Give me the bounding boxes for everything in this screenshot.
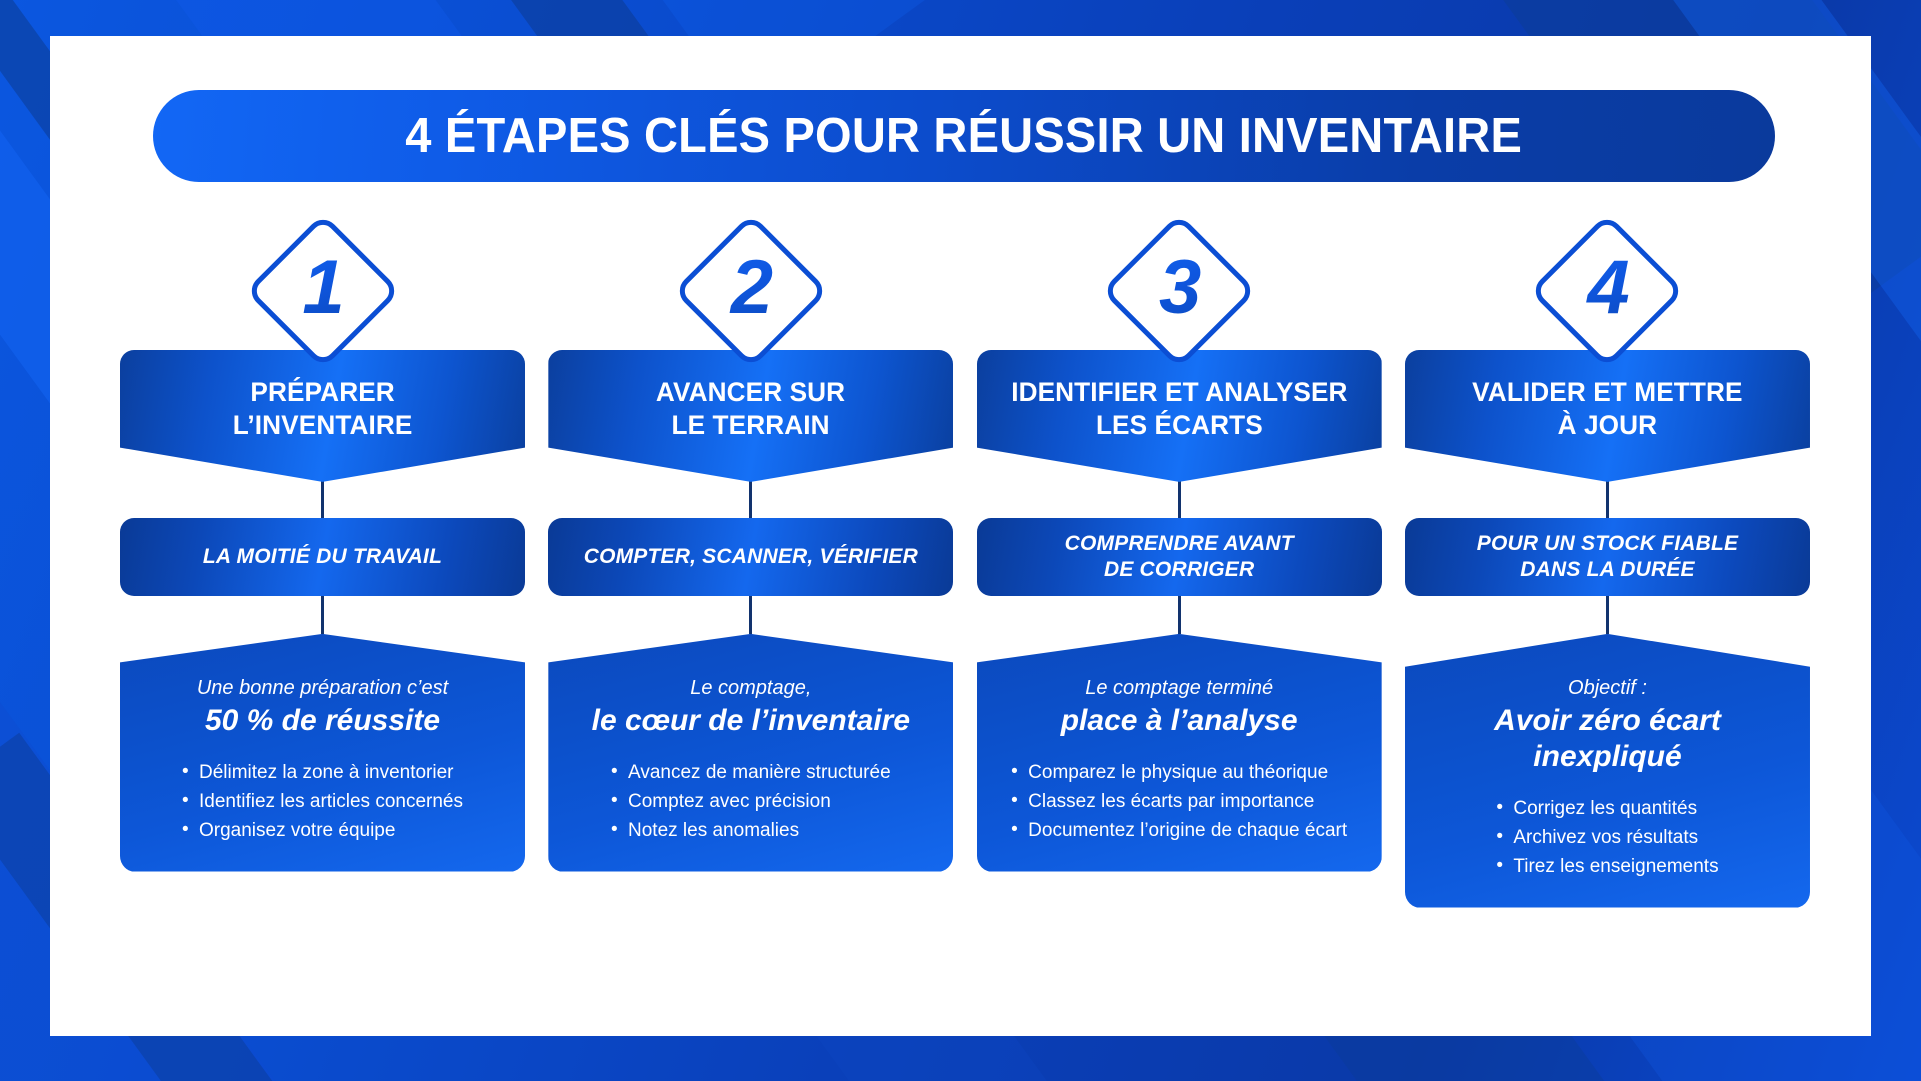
list-item: Classez les écarts par importance (1011, 787, 1347, 817)
step-header-label-4: VALIDER ET METTRE À JOUR (1472, 377, 1743, 440)
card-bullet-list-2: Avancez de manière structurée Comptez av… (611, 758, 891, 846)
infographic-canvas: 4 ÉTAPES CLÉS POUR RÉUSSIR UN INVENTAIRE… (50, 36, 1871, 1036)
card-kicker-4: Objectif : (1568, 676, 1647, 699)
step-number-badge-4: 4 (1529, 213, 1686, 369)
connector-line (1605, 595, 1609, 634)
step-header-label-3: IDENTIFIER ET ANALYSER LES ÉCARTS (1010, 377, 1348, 440)
step-subtitle-label-1: LA MOITIÉ DU TRAVAIL (202, 544, 443, 568)
step-subtitle-bar-1: LA MOITIÉ DU TRAVAIL (120, 517, 525, 596)
step-content-card-4: Objectif : Avoir zéro écart inexpliqué C… (1404, 633, 1810, 908)
step-subtitle-bar-3: COMPRENDRE AVANT DE CORRIGER (976, 517, 1382, 596)
step-subtitle-label-4: POUR UN STOCK FIABLE DANS LA DURÉE (1476, 531, 1739, 581)
card-headline-1: 50 % de réussite (204, 703, 441, 737)
connector-line (321, 479, 324, 518)
list-item: Tirez les enseignements (1496, 852, 1718, 882)
step-number-badge-1: 1 (244, 213, 401, 369)
card-kicker-3: Le comptage terminé (1085, 676, 1274, 699)
step-header-label-1: PRÉPARER L’INVENTAIRE (232, 377, 413, 440)
step-subtitle-bar-2: COMPTER, SCANNER, VÉRIFIER (548, 517, 954, 596)
step-header-2: AVANCER SUR LE TERRAIN (548, 350, 954, 482)
step-header-label-2: AVANCER SUR LE TERRAIN (656, 377, 846, 440)
card-kicker-1: Une bonne préparation c’est (196, 676, 449, 699)
card-headline-2: le cœur de l’inventaire (591, 703, 911, 737)
connector-line (1177, 479, 1181, 518)
step-subtitle-bar-4: POUR UN STOCK FIABLE DANS LA DURÉE (1404, 517, 1810, 596)
step-header-3: IDENTIFIER ET ANALYSER LES ÉCARTS (976, 350, 1382, 482)
step-header-4: VALIDER ET METTRE À JOUR (1404, 350, 1810, 482)
step-number-4: 4 (1532, 216, 1682, 366)
step-number-1: 1 (248, 216, 398, 366)
step-number-2: 2 (676, 216, 826, 366)
card-kicker-2: Le comptage, (690, 676, 812, 699)
list-item: Comptez avec précision (611, 787, 891, 817)
step-column-1: 1 PRÉPARER L’INVENTAIRE LA MOITIÉ DU TRA… (120, 213, 525, 1006)
list-item: Identifiez les articles concernés (182, 787, 463, 817)
card-bullet-list-4: Corrigez les quantités Archivez vos résu… (1496, 794, 1718, 882)
step-column-2: 2 AVANCER SUR LE TERRAIN COMPTER, SCANNE… (548, 213, 954, 1006)
step-number-3: 3 (1104, 216, 1254, 366)
card-headline-4: Avoir zéro écart inexpliqué (1494, 703, 1721, 773)
card-bullet-list-3: Comparez le physique au théorique Classe… (1011, 758, 1347, 846)
step-column-4: 4 VALIDER ET METTRE À JOUR POUR UN STOCK… (1404, 213, 1810, 1006)
list-item: Avancez de manière structurée (611, 758, 891, 788)
list-item: Archivez vos résultats (1496, 823, 1718, 853)
step-number-badge-3: 3 (1101, 213, 1257, 369)
connector-line (749, 479, 753, 518)
connector-line (321, 595, 324, 634)
card-headline-3: place à l’analyse (1060, 703, 1298, 737)
step-subtitle-label-2: COMPTER, SCANNER, VÉRIFIER (583, 544, 918, 568)
list-item: Notez les anomalies (611, 816, 891, 846)
step-header-1: PRÉPARER L’INVENTAIRE (120, 350, 525, 482)
list-item: Comparez le physique au théorique (1011, 758, 1347, 788)
step-subtitle-label-3: COMPRENDRE AVANT DE CORRIGER (1064, 531, 1294, 581)
connector-line (1605, 479, 1609, 518)
connector-line (749, 595, 753, 634)
page-title: 4 ÉTAPES CLÉS POUR RÉUSSIR UN INVENTAIRE (405, 109, 1523, 163)
page-title-banner: 4 ÉTAPES CLÉS POUR RÉUSSIR UN INVENTAIRE (153, 90, 1775, 182)
step-column-3: 3 IDENTIFIER ET ANALYSER LES ÉCARTS COMP… (976, 213, 1382, 1006)
steps-container: 1 PRÉPARER L’INVENTAIRE LA MOITIÉ DU TRA… (120, 213, 1810, 1006)
list-item: Délimitez la zone à inventorier (182, 758, 463, 788)
list-item: Organisez votre équipe (182, 816, 463, 846)
step-number-badge-2: 2 (673, 213, 829, 369)
step-content-card-2: Le comptage, le cœur de l’inventaire Ava… (548, 633, 954, 872)
step-content-card-3: Le comptage terminé place à l’analyse Co… (976, 633, 1382, 872)
list-item: Documentez l’origine de chaque écart (1011, 816, 1347, 846)
connector-line (1177, 595, 1181, 634)
card-bullet-list-1: Délimitez la zone à inventorier Identifi… (182, 758, 463, 846)
step-content-card-1: Une bonne préparation c’est 50 % de réus… (120, 633, 525, 872)
list-item: Corrigez les quantités (1496, 794, 1718, 824)
